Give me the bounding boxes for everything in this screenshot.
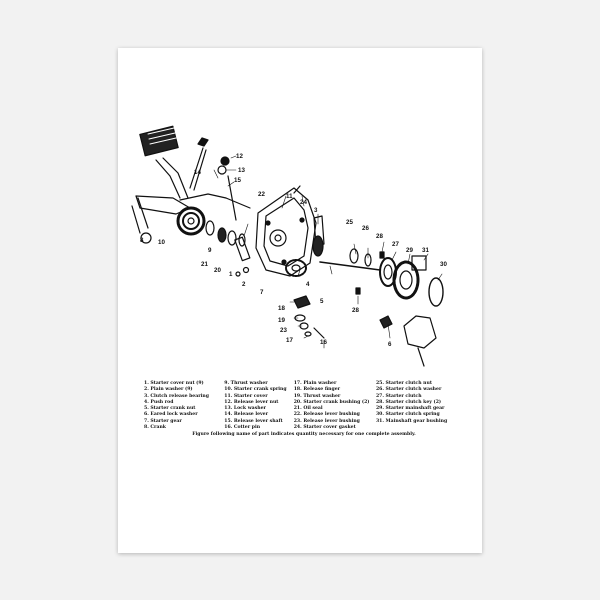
washer-part: [235, 271, 241, 277]
crank-pedal-part: [139, 125, 189, 199]
poster: 12 13 14 15 22 11 24 9 8 10 21 20 1 2 7 …: [118, 48, 482, 553]
callout-11: 11: [286, 193, 293, 200]
legend-item: 27. Starter clutch: [375, 393, 422, 399]
clutch-release-bearing-part: [312, 235, 324, 257]
legend-item: 1. Starter cover nut (9): [144, 381, 204, 386]
callout-28-upper: 28: [376, 233, 383, 240]
legend-item: 12. Release lever nut: [224, 399, 279, 405]
legend-item: 4. Push rod: [144, 399, 174, 405]
legend-item: 14. Release lever: [224, 412, 269, 418]
legend-item: 18. Release finger: [293, 387, 341, 393]
callout-24: 24: [300, 199, 307, 206]
legend-item: 15. Release lever shaft: [224, 418, 283, 424]
callout-19: 19: [278, 317, 285, 324]
callout-5: 5: [320, 298, 324, 305]
clutch-key-part: [379, 251, 385, 259]
legend-column-4: 25. Starter clutch nut 26. Starter clutc…: [376, 381, 464, 431]
callout-29: 29: [406, 247, 413, 254]
lock-washer-bracket-part: [379, 315, 437, 367]
washer-set-part: [205, 220, 246, 247]
crank-arm-part: [131, 195, 191, 244]
legend-item: 3. Clutch release bearing: [144, 393, 209, 399]
callout-2: 2: [242, 281, 246, 288]
legend-item: 30. Starter clutch spring: [375, 412, 440, 418]
clutch-key-lower-part: [355, 287, 361, 295]
release-lever-shaft-part: [179, 193, 251, 209]
nut-part: [242, 266, 250, 274]
callout-27: 27: [392, 241, 399, 248]
exploded-view-diagram: 12 13 14 15 22 11 24 9 8 10 21 20 1 2 7 …: [131, 125, 447, 367]
legend-item: 7. Starter gear: [144, 418, 182, 424]
callout-30: 30: [440, 261, 447, 268]
legend-item: 2. Plain washer (9): [144, 387, 193, 393]
clutch-spring-part: [428, 277, 444, 307]
bolt-part: [189, 137, 209, 191]
legend-item: 5. Starter crank nut: [144, 406, 196, 412]
callout-numbers: 12 13 14 15 22 11 24 9 8 10 21 20 1 2 7 …: [140, 153, 447, 348]
callout-13: 13: [238, 167, 245, 174]
legend-item: 11. Starter cover: [224, 393, 268, 399]
callout-4: 4: [306, 281, 310, 288]
callout-7: 7: [260, 289, 264, 296]
callout-16: 16: [320, 339, 327, 346]
callout-18: 18: [278, 305, 285, 312]
mainshaft-gear-part: [392, 260, 420, 300]
legend-item: 13. Lock washer: [224, 406, 266, 412]
legend-footnote: Figure following name of part indicates …: [192, 432, 416, 438]
legend-item: 29. Starter mainshaft gear: [375, 406, 445, 412]
callout-21: 21: [201, 261, 208, 268]
leader-lines: [213, 155, 443, 349]
legend-item: 26. Starter clutch washer: [375, 387, 442, 393]
legend-item: 6. Eared lock washer: [144, 412, 198, 418]
legend-item: 24. Starter cover gasket: [293, 425, 356, 431]
legend-item: 20. Starter crank bushing (2): [293, 399, 370, 405]
legend-column-1: 1. Starter cover nut (9) 2. Plain washer…: [144, 381, 224, 431]
nut-washer-part: [217, 156, 230, 175]
mainshaft-bushing-part: [411, 255, 427, 271]
callout-26: 26: [362, 225, 369, 232]
starter-cover-part: [255, 185, 317, 277]
callout-17: 17: [286, 337, 293, 344]
legend-item: 16. Cotter pin: [224, 425, 261, 431]
callout-28-lower: 28: [352, 307, 359, 314]
legend-column-3: 17. Plain washer 18. Release finger 19. …: [294, 381, 376, 431]
callout-23: 23: [280, 327, 287, 334]
legend-item: 9. Thrust washer: [224, 381, 268, 386]
callout-20: 20: [214, 267, 221, 274]
legend-item: 21. Oil seal: [293, 406, 323, 412]
legend-item: 8. Crank: [144, 425, 166, 431]
callout-9: 9: [208, 247, 212, 254]
callout-8: 8: [140, 237, 144, 244]
release-finger-part: [293, 295, 325, 339]
callout-1: 1: [229, 271, 233, 278]
legend-item: 28. Starter clutch key (2): [375, 399, 442, 405]
callout-31: 31: [422, 247, 429, 254]
callout-15: 15: [234, 177, 241, 184]
bushing-part: [234, 236, 251, 262]
legend-item: 17. Plain washer: [293, 381, 337, 386]
callout-14: 14: [194, 169, 201, 176]
callout-22: 22: [258, 191, 265, 198]
callout-10: 10: [158, 239, 165, 246]
crank-spring-part: [176, 206, 206, 236]
callout-12: 12: [236, 153, 243, 160]
legend-item: 25. Starter clutch nut: [375, 381, 432, 386]
callout-6: 6: [388, 341, 392, 348]
push-rod-part: [319, 261, 381, 271]
parts-legend: 1. Starter cover nut (9) 2. Plain washer…: [144, 381, 464, 439]
callout-25: 25: [346, 219, 353, 226]
legend-item: 19. Thrust washer: [293, 393, 341, 399]
legend-item: 22. Release lever bushing: [293, 412, 360, 418]
legend-column-2: 9. Thrust washer 10. Starter crank sprin…: [224, 381, 293, 431]
shaft-part: [227, 175, 237, 221]
legend-item: 31. Mainshaft gear bushing: [375, 418, 448, 424]
clutch-nut-part: [349, 248, 359, 264]
starter-gear-part: [285, 259, 307, 277]
legend-item: 23. Release lever bushing: [293, 418, 360, 424]
legend-item: 10. Starter crank spring: [224, 387, 287, 393]
callout-3: 3: [314, 207, 318, 214]
